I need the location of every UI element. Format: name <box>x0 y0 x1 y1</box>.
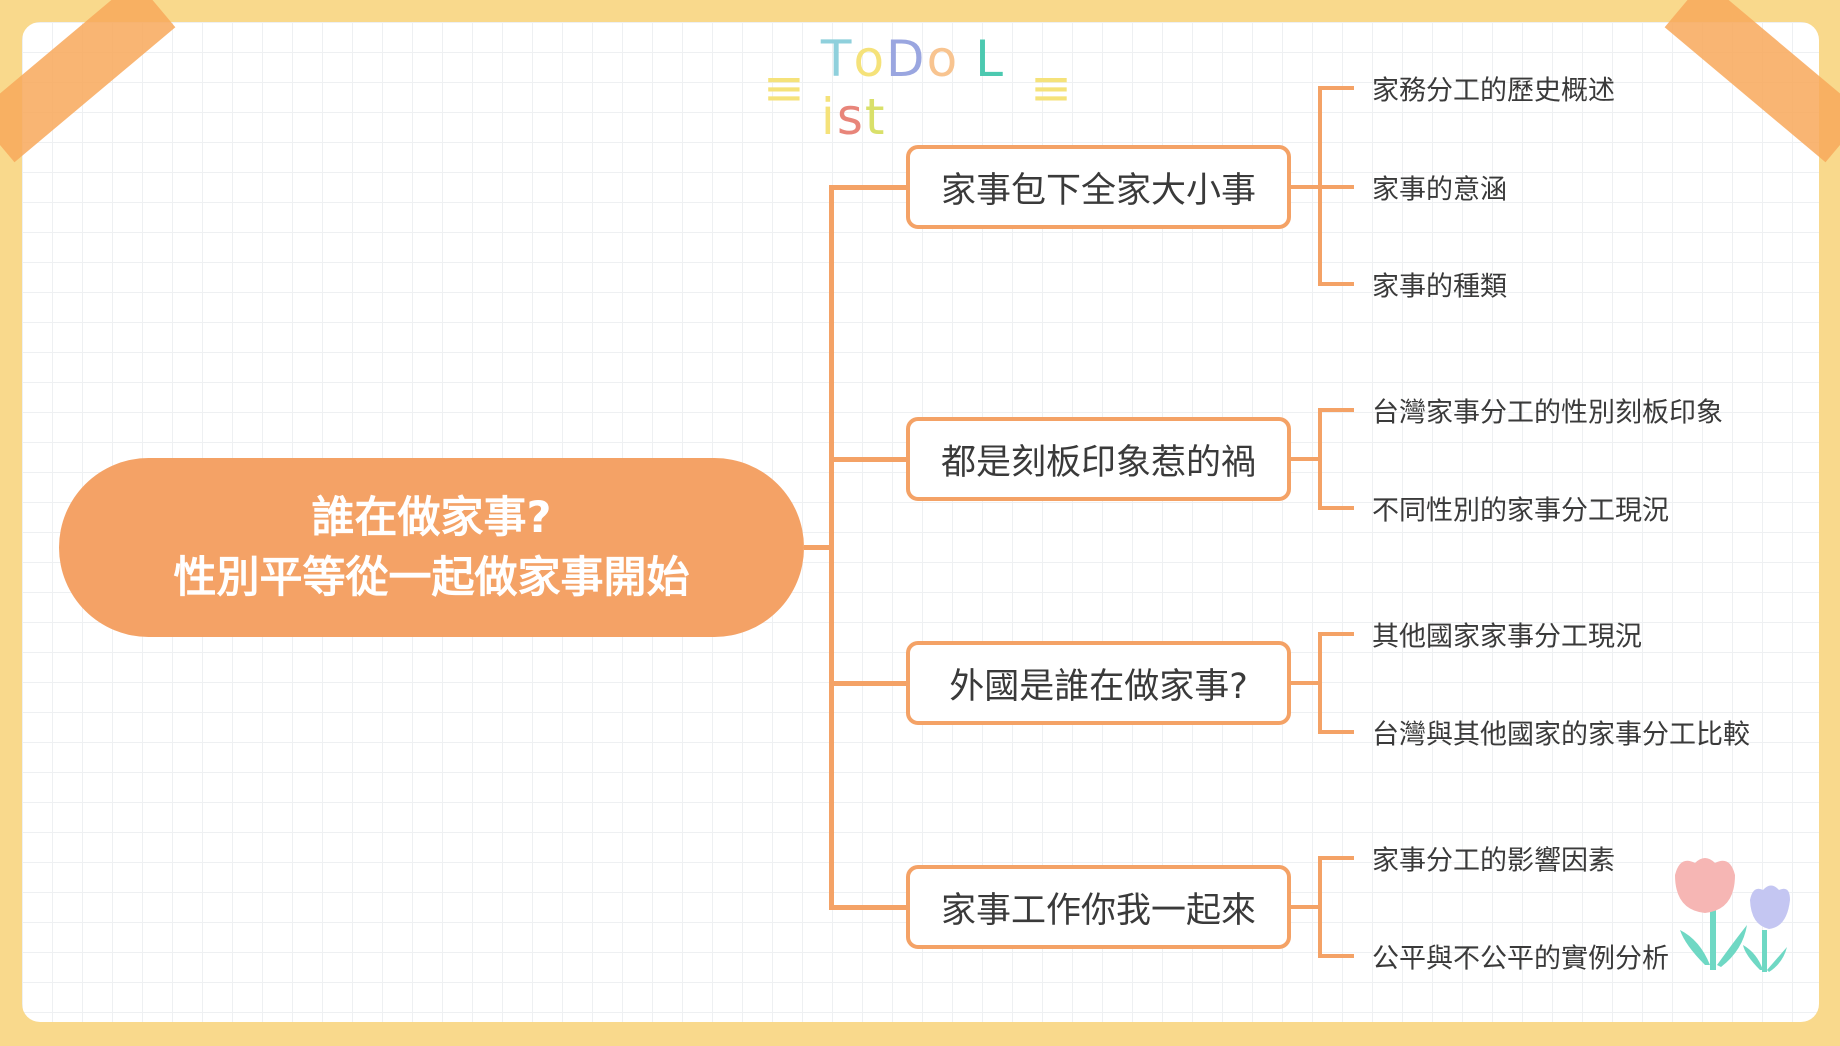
connector <box>1318 954 1354 958</box>
connector <box>804 545 833 550</box>
leaf-node[interactable]: 台灣與其他國家的家事分工比較 <box>1372 719 1750 751</box>
connector <box>1318 506 1354 510</box>
leaf-node[interactable]: 公平與不公平的實例分析 <box>1372 943 1669 975</box>
connector <box>1318 408 1354 412</box>
title-letter: L <box>975 30 1006 88</box>
leaf-node[interactable]: 不同性別的家事分工現況 <box>1372 495 1669 527</box>
topic-node[interactable]: 家事工作你我一起來 <box>906 865 1291 949</box>
connector <box>829 185 834 910</box>
leaf-node[interactable]: 其他國家家事分工現況 <box>1372 621 1642 653</box>
title-letter: t <box>864 88 887 146</box>
connector <box>1291 905 1321 909</box>
topic-node[interactable]: 家事包下全家大小事 <box>906 145 1291 229</box>
connector <box>1318 185 1354 189</box>
root-title-line2: 性別平等從一起做家事開始 <box>173 552 690 603</box>
connector <box>1291 185 1321 189</box>
tulip-illustration <box>1675 858 1790 972</box>
root-title-line1: 誰在做家事? <box>311 492 552 543</box>
connector <box>1318 632 1322 734</box>
title-letter: T <box>820 30 854 88</box>
title-letter: i <box>820 88 837 146</box>
connector <box>1318 730 1354 734</box>
connector <box>1291 457 1321 461</box>
leaf-node[interactable]: 家事的意涵 <box>1372 174 1507 206</box>
connector <box>1291 681 1321 685</box>
connector <box>829 185 908 190</box>
title-letter: D <box>886 30 927 88</box>
leaf-node[interactable]: 家事的種類 <box>1372 271 1507 303</box>
connector <box>829 457 908 462</box>
connector <box>829 681 908 686</box>
todo-list-title: ≡ ToDo List ≡ <box>763 30 1074 146</box>
connector <box>1318 86 1354 90</box>
connector <box>1318 856 1354 860</box>
title-letter: o <box>926 30 960 88</box>
title-letter: o <box>853 30 887 88</box>
title-letter: s <box>836 88 865 146</box>
sparkle-icon: ≡ <box>763 59 807 117</box>
topic-node[interactable]: 外國是誰在做家事? <box>906 641 1291 725</box>
connector <box>1318 282 1354 286</box>
connector <box>1318 408 1322 510</box>
leaf-node[interactable]: 家事分工的影響因素 <box>1372 845 1615 877</box>
leaf-node[interactable]: 家務分工的歷史概述 <box>1372 75 1615 107</box>
leaf-node[interactable]: 台灣家事分工的性別刻板印象 <box>1372 397 1723 429</box>
connector <box>1318 632 1354 636</box>
topic-node[interactable]: 都是刻板印象惹的禍 <box>906 417 1291 501</box>
connector <box>1318 856 1322 958</box>
root-node[interactable]: 誰在做家事? 性別平等從一起做家事開始 <box>59 458 804 637</box>
sparkle-icon: ≡ <box>1030 59 1074 117</box>
connector <box>829 905 908 910</box>
